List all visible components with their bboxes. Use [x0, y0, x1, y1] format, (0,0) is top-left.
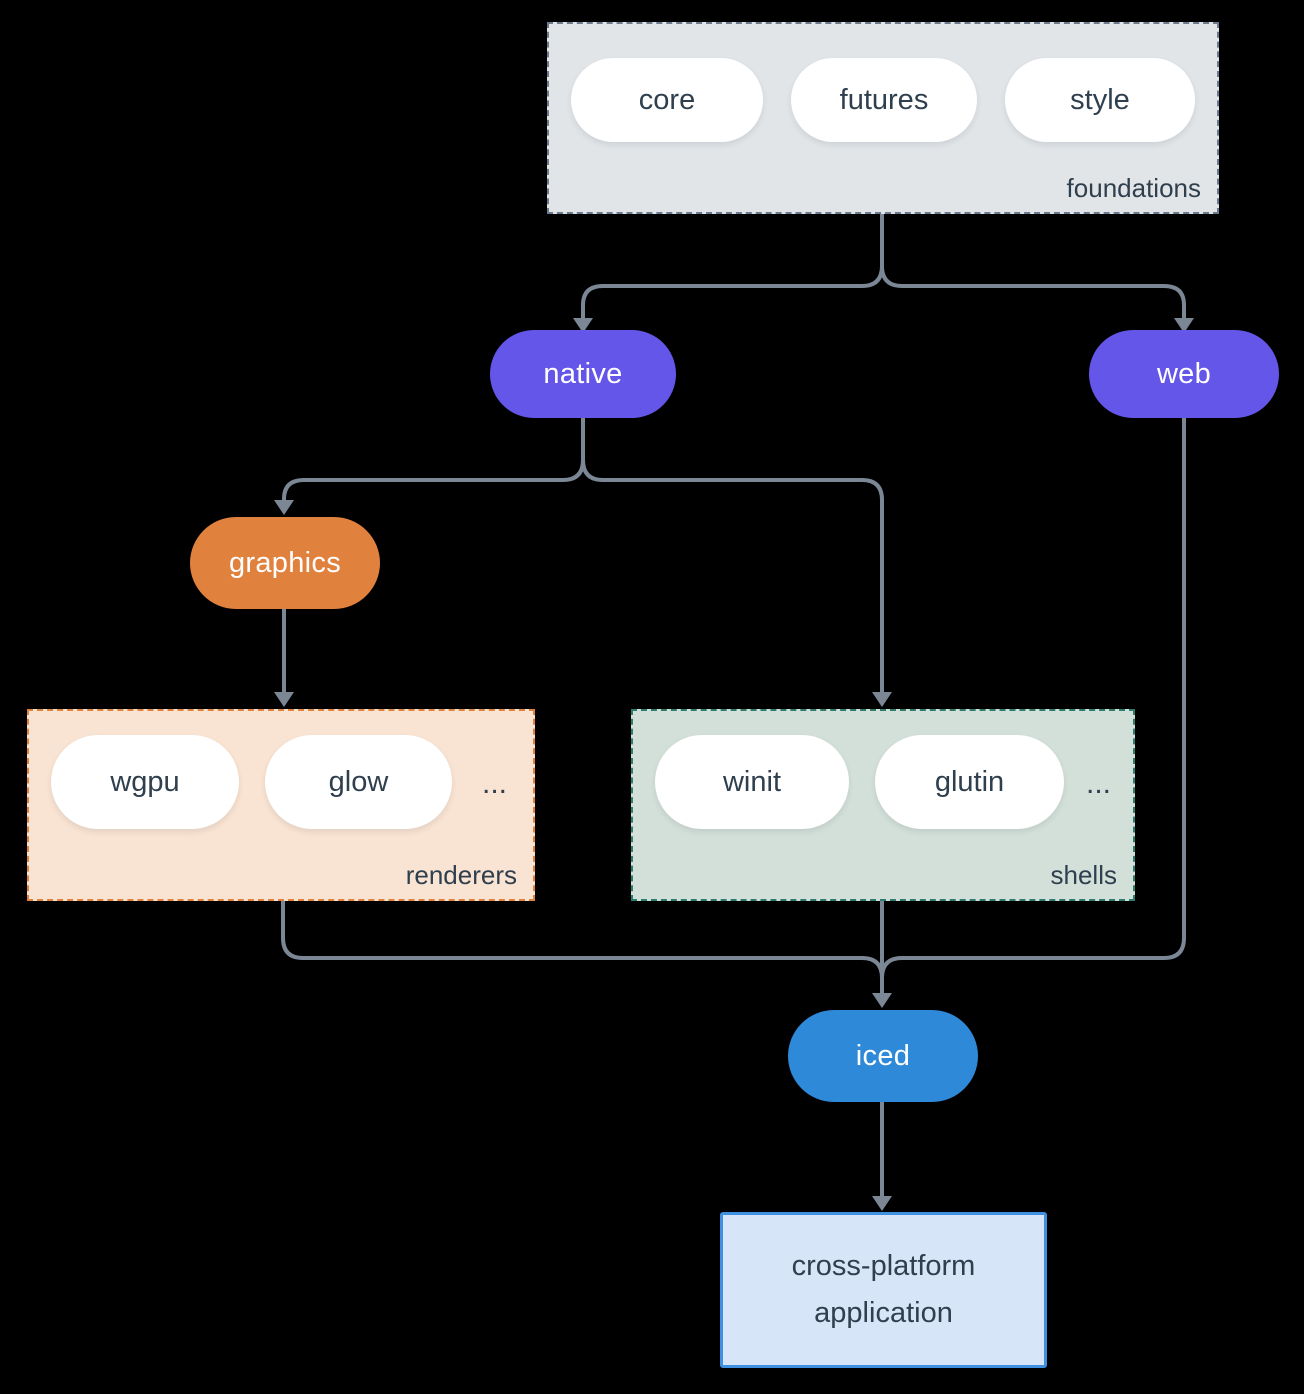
- shells-group-label: shells: [1050, 860, 1117, 890]
- renderers-pill-row: wgpu glow: [29, 711, 533, 829]
- node-native: native: [490, 330, 676, 418]
- foundations-pill-row: core futures style: [549, 24, 1217, 142]
- node-application-label-line1: cross-platform: [791, 1250, 976, 1282]
- foundations-group: core futures style foundations: [547, 22, 1219, 214]
- arrowhead-graphics: [274, 500, 294, 515]
- edge-native-shells: [581, 418, 884, 693]
- arrowhead-renderers: [274, 692, 294, 707]
- shells-ellipsis: ...: [1085, 767, 1111, 800]
- node-winit: winit: [655, 735, 849, 829]
- node-web-label: web: [1156, 357, 1212, 390]
- node-iced: iced: [788, 1010, 978, 1102]
- node-iced-label: iced: [855, 1039, 911, 1072]
- node-application-label-line2: application: [814, 1297, 953, 1329]
- node-wgpu: wgpu: [51, 735, 239, 829]
- shells-pill-row: winit glutin: [633, 711, 1133, 829]
- node-graphics-label: graphics: [228, 546, 341, 579]
- node-core: core: [571, 58, 763, 142]
- foundations-group-label: foundations: [1066, 173, 1201, 203]
- arrowhead-shells: [872, 692, 892, 707]
- node-futures: futures: [791, 58, 977, 142]
- node-winit-label: winit: [722, 765, 781, 798]
- node-style: style: [1005, 58, 1195, 142]
- arrowhead-application: [872, 1196, 892, 1211]
- node-glutin: glutin: [875, 735, 1064, 829]
- node-application: cross-platform application: [720, 1212, 1047, 1368]
- node-futures-label: futures: [839, 83, 929, 116]
- node-glutin-label: glutin: [934, 765, 1005, 798]
- edge-web-iced: [880, 418, 1186, 994]
- node-graphics: graphics: [190, 517, 380, 609]
- node-web: web: [1089, 330, 1279, 418]
- node-style-label: style: [1070, 83, 1130, 116]
- renderers-ellipsis: ...: [481, 767, 507, 800]
- edge-native-graphics: [282, 418, 585, 501]
- node-native-label: native: [543, 357, 623, 390]
- node-wgpu-label: wgpu: [110, 765, 180, 798]
- shells-group: winit glutin ... shells: [631, 709, 1135, 901]
- node-glow: glow: [265, 735, 452, 829]
- node-core-label: core: [638, 83, 696, 116]
- edge-foundations-native: [581, 214, 884, 319]
- node-glow-label: glow: [328, 765, 389, 798]
- arrowhead-iced: [872, 993, 892, 1008]
- renderers-group: wgpu glow ... renderers: [27, 709, 535, 901]
- renderers-group-label: renderers: [405, 860, 517, 890]
- edge-renderers-iced: [281, 901, 884, 994]
- edge-foundations-web: [880, 214, 1186, 319]
